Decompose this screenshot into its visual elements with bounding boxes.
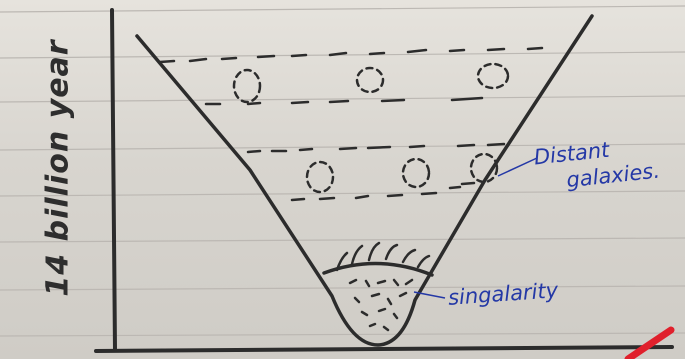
singularity-pointer [413,291,446,299]
singularity-dots [348,278,414,332]
y-axis-label: 14 billion year [40,39,76,297]
galaxy [305,160,335,194]
singularity-hatching [335,241,431,272]
galaxy [355,66,385,94]
singularity-dome [322,261,434,277]
galaxy [232,68,262,104]
galaxy [469,152,499,184]
galaxy [476,62,510,90]
space-dashes [158,46,544,202]
horizontal-axis [94,345,674,353]
galaxies [232,62,510,194]
galaxy [401,157,431,189]
red-pen-mark [624,326,675,359]
vertical-axis [110,8,117,352]
expansion-cone [135,14,594,347]
distant-galaxies-pointer [497,157,538,177]
